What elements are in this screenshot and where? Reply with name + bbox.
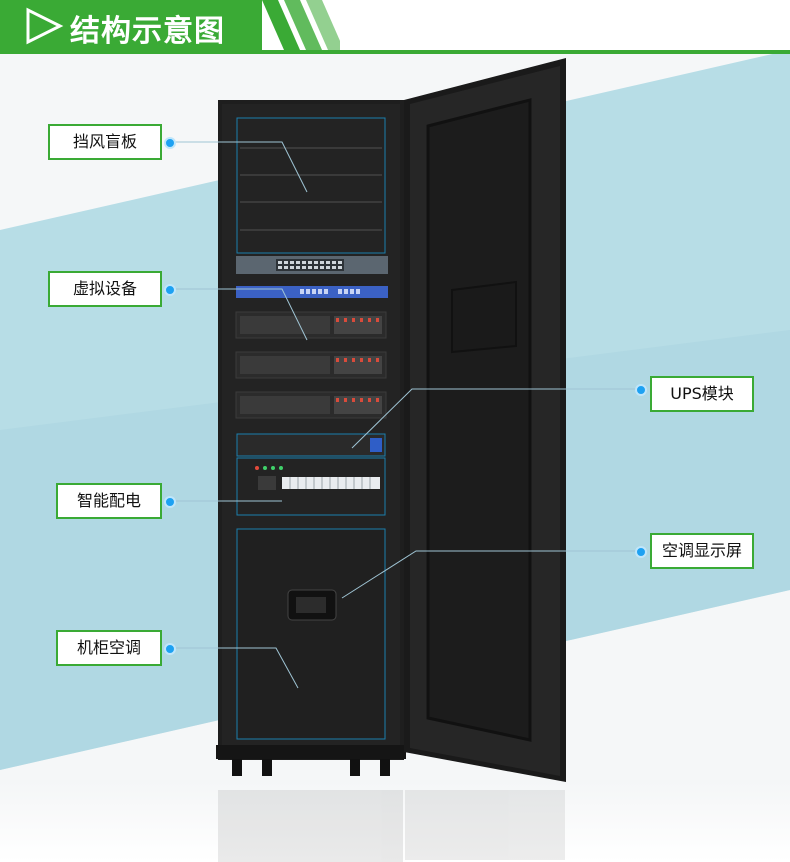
door-panel (426, 98, 532, 742)
cabinet-foot (262, 758, 272, 776)
cabinet-foot (350, 758, 360, 776)
label-cabinet-ac: 机柜空调 (56, 630, 162, 666)
header: 结构示意图 (0, 0, 790, 54)
label-virtual-devices-text: 虚拟设备 (72, 279, 137, 298)
label-virtual-devices: 虚拟设备 (48, 271, 162, 307)
label-smart-power: 智能配电 (56, 483, 162, 519)
callout-dot (164, 643, 176, 655)
callout-dot (635, 384, 647, 396)
label-ups-text: UPS模块 (670, 384, 734, 403)
callout-dot (164, 496, 176, 508)
baffle-frame (236, 117, 386, 254)
label-smart-power-text: 智能配电 (76, 491, 141, 510)
server-units (235, 311, 387, 419)
header-decoration (26, 0, 340, 50)
label-baffle-text: 挡风盲板 (72, 132, 137, 151)
cabinet-foot (380, 758, 390, 776)
label-baffle: 挡风盲板 (48, 124, 162, 160)
page-title: 结构示意图 (70, 14, 225, 49)
callout-lines (170, 141, 641, 689)
header-divider (0, 50, 790, 54)
door-handle-plate (451, 280, 517, 354)
ups-display (370, 438, 382, 452)
cabinet-foot (232, 758, 242, 776)
label-cabinet-ac-text: 机柜空调 (76, 638, 141, 657)
callout-dot (635, 546, 647, 558)
label-ac-display: 空调显示屏 (650, 533, 754, 569)
label-ac-display-text: 空调显示屏 (661, 541, 742, 560)
ups-unit (236, 433, 386, 457)
callout-dot (164, 284, 176, 296)
cabinet-reflection (218, 790, 565, 862)
header-bar (0, 0, 262, 50)
callout-dot (164, 137, 176, 149)
air-conditioner-unit (236, 528, 386, 740)
label-ups: UPS模块 (650, 376, 754, 412)
play-arrow-icon (26, 7, 64, 45)
baffle-plates (240, 147, 382, 231)
breaker-row (282, 477, 380, 489)
